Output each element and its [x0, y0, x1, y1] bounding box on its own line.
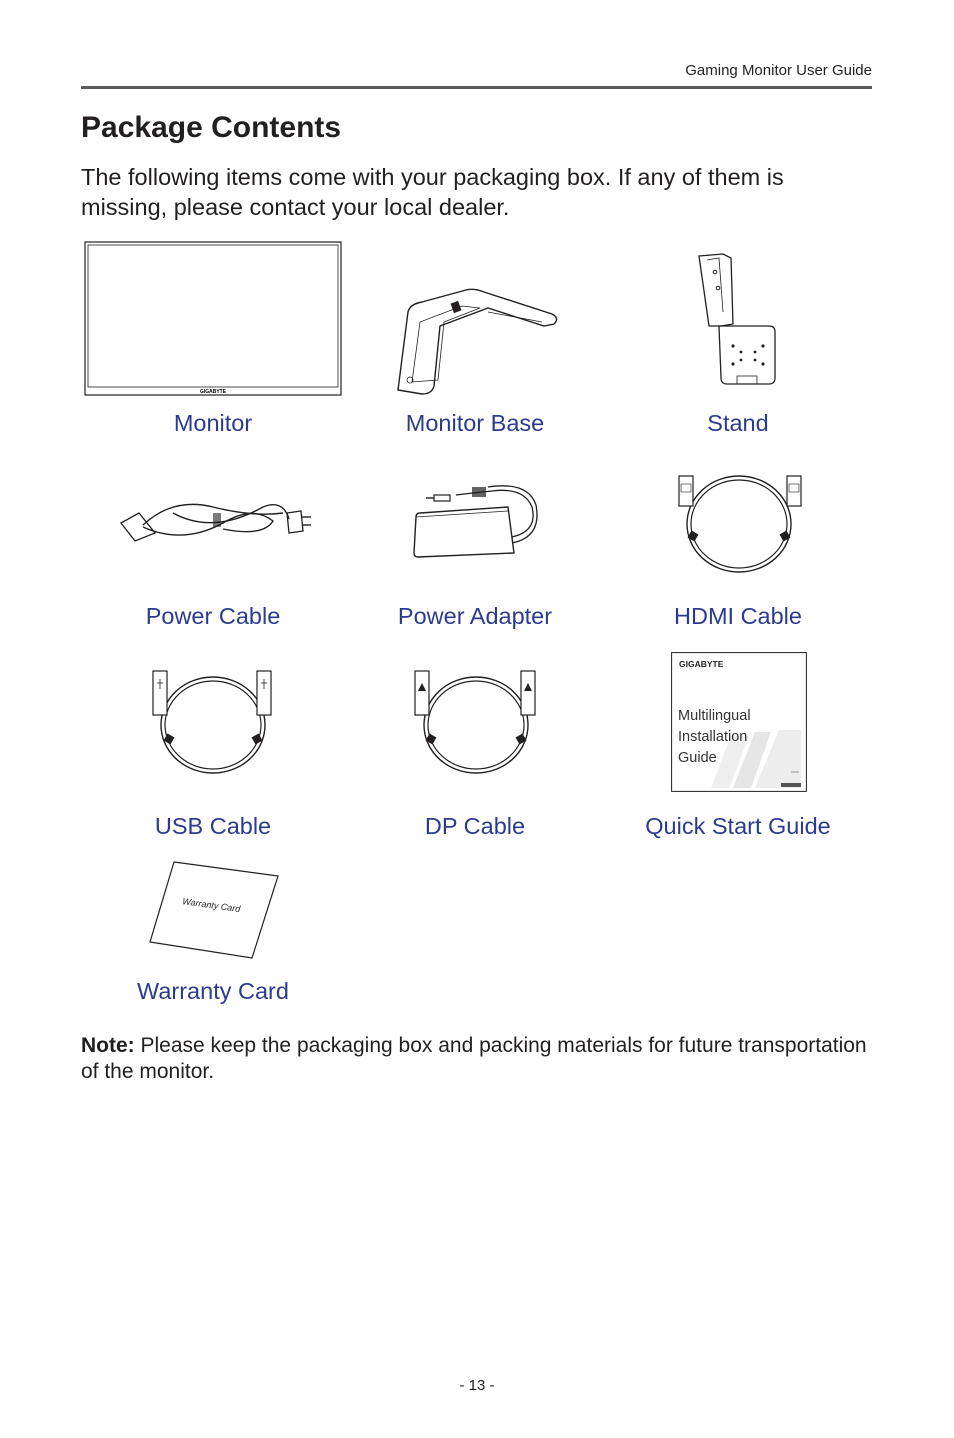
quick-start-guide-icon: GIGABYTE Multilingual Installation Guide	[671, 652, 807, 792]
running-header: Gaming Monitor User Guide	[685, 62, 872, 79]
note-label: Note:	[81, 1034, 135, 1057]
guide-line-1: Multilingual	[678, 708, 751, 724]
warranty-card-icon: Warranty Card	[148, 860, 280, 960]
page-number: - 13 -	[459, 1377, 495, 1394]
monitor-icon: GIGABYTE	[84, 241, 342, 396]
intro-paragraph: The following items come with your packa…	[81, 164, 784, 220]
hdmi-cable-icon	[675, 464, 805, 576]
guide-line-2: Installation	[678, 729, 747, 745]
guide-line-3: Guide	[678, 750, 717, 766]
item-label-quick-start-guide: Quick Start Guide	[645, 813, 831, 839]
guide-brand-text: GIGABYTE	[679, 659, 724, 669]
page-title: Package Contents	[81, 111, 342, 144]
item-label-power-cable: Power Cable	[145, 603, 281, 629]
note-paragraph: Note: Please keep the packaging box and …	[81, 1033, 871, 1085]
usb-cable-icon	[151, 665, 277, 777]
item-label-monitor: Monitor	[173, 410, 253, 436]
monitor-base-icon	[392, 282, 562, 397]
note-text: Please keep the packaging box and packin…	[81, 1034, 867, 1083]
item-label-hdmi-cable: HDMI Cable	[674, 603, 802, 629]
item-label-monitor-base: Monitor Base	[405, 410, 545, 436]
monitor-brand-text: GIGABYTE	[200, 389, 227, 395]
item-label-warranty-card: Warranty Card	[137, 978, 289, 1004]
header-divider	[81, 86, 872, 89]
power-cable-icon	[113, 495, 313, 547]
item-label-stand: Stand	[707, 410, 769, 436]
power-adapter-icon	[412, 477, 542, 561]
item-label-dp-cable: DP Cable	[424, 813, 526, 839]
item-label-power-adapter: Power Adapter	[397, 603, 553, 629]
dp-cable-icon	[413, 665, 539, 777]
item-label-usb-cable: USB Cable	[154, 813, 272, 839]
stand-icon	[693, 252, 783, 392]
